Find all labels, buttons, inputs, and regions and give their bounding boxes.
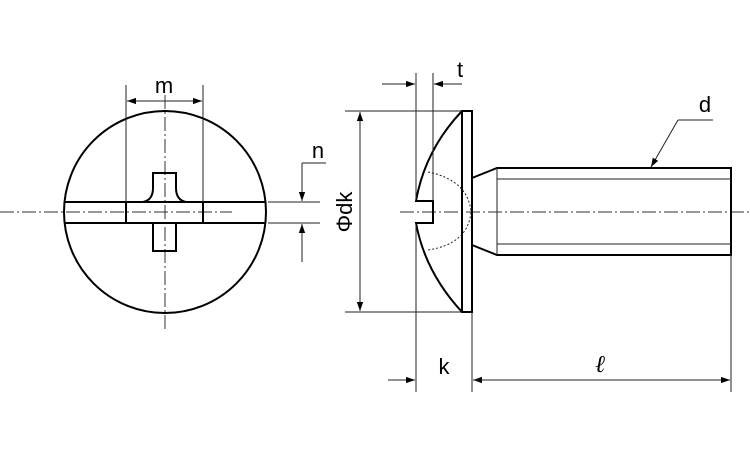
recess-center bbox=[125, 202, 204, 223]
k-label: k bbox=[439, 354, 451, 379]
n-label: n bbox=[312, 138, 324, 163]
slot bbox=[64, 201, 266, 224]
screw-side-view: t Φdk k ℓ d bbox=[332, 57, 750, 392]
cross-recess-top bbox=[142, 172, 187, 203]
l-label: ℓ bbox=[595, 352, 605, 378]
m-label: m bbox=[155, 73, 173, 98]
head-flange bbox=[461, 110, 473, 313]
shank bbox=[471, 167, 732, 256]
cross-recess-bottom bbox=[152, 223, 177, 252]
recess-hidden-line bbox=[427, 171, 472, 251]
d-leader bbox=[650, 119, 679, 168]
thread-lines bbox=[496, 168, 731, 255]
dk-label: Φdk bbox=[332, 191, 357, 233]
t-label: t bbox=[457, 57, 463, 82]
head-dome bbox=[414, 110, 463, 313]
head-top-view: m n bbox=[0, 73, 326, 330]
head-outline bbox=[63, 110, 267, 314]
d-label: d bbox=[699, 92, 711, 117]
